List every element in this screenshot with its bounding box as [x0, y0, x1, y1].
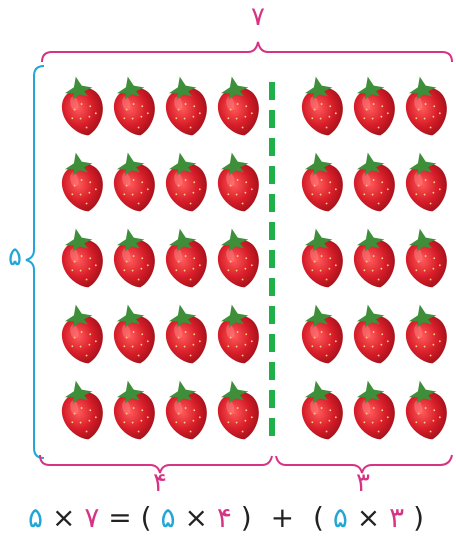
left-count-label: ۵ — [8, 242, 22, 272]
eq-times-symbol: × — [184, 501, 208, 534]
strawberry-icon — [113, 304, 155, 364]
strawberry-icon — [113, 228, 155, 288]
eq-plus-symbol: + — [270, 501, 295, 534]
strawberry-icon — [165, 152, 207, 212]
top-count-label: ۷ — [251, 2, 265, 32]
strawberry-icon — [405, 304, 447, 364]
strawberry-icon — [61, 76, 103, 136]
strawberry-icon — [217, 152, 259, 212]
eq-term2-rows: ۵ — [332, 501, 348, 534]
bottom-right-count-label: ۳ — [356, 468, 370, 498]
eq-term1-columns: ۴ — [216, 501, 232, 534]
strawberry-icon — [405, 76, 447, 136]
eq-close-paren: ) — [240, 501, 252, 534]
eq-equals-symbol: = — [108, 501, 132, 534]
strawberry-icon — [217, 380, 259, 440]
eq-open-paren: ( — [140, 501, 152, 534]
strawberry-icon — [353, 304, 395, 364]
bottom-left-brace — [39, 454, 273, 474]
eq-term2-columns: ۳ — [389, 501, 405, 534]
eq-times-symbol: × — [356, 501, 381, 534]
strawberry-icon — [301, 228, 343, 288]
strawberry-icon — [217, 76, 259, 136]
strawberry-icon — [61, 380, 103, 440]
strawberry-icon — [61, 304, 103, 364]
eq-close-paren: ) — [413, 501, 425, 534]
bottom-right-brace — [275, 454, 453, 474]
strawberry-icon — [353, 380, 395, 440]
strawberry-icon — [353, 228, 395, 288]
strawberry-icon — [353, 152, 395, 212]
strawberry-icon — [165, 76, 207, 136]
strawberry-icon — [61, 152, 103, 212]
strawberry-icon — [113, 76, 155, 136]
strawberry-icon — [405, 152, 447, 212]
eq-times-symbol: × — [51, 501, 76, 534]
strawberry-icon — [405, 228, 447, 288]
strawberry-icon — [301, 304, 343, 364]
eq-term1-rows: ۵ — [160, 501, 176, 534]
eq-open-paren: ( — [313, 501, 324, 534]
strawberry-icon — [113, 380, 155, 440]
strawberry-icon — [165, 380, 207, 440]
strawberry-icon — [301, 76, 343, 136]
top-brace — [41, 41, 453, 63]
strawberry-grid — [61, 76, 447, 440]
strawberry-icon — [113, 152, 155, 212]
strawberry-icon — [405, 380, 447, 440]
eq-lhs-columns: ۷ — [84, 501, 100, 534]
strawberry-icon — [217, 304, 259, 364]
strawberry-icon — [301, 152, 343, 212]
strawberry-icon — [353, 76, 395, 136]
eq-lhs-rows: ۵ — [28, 501, 44, 534]
strawberry-icon — [301, 380, 343, 440]
strawberry-icon — [165, 228, 207, 288]
strawberry-icon — [217, 228, 259, 288]
left-brace — [25, 65, 45, 459]
equation: ۵ × ۷ = ( ۵ × ۴ ) + ( ۵ × ۳ ) — [28, 500, 448, 536]
strawberry-icon — [61, 228, 103, 288]
strawberry-icon — [165, 304, 207, 364]
bottom-left-count-label: ۴ — [153, 468, 167, 498]
